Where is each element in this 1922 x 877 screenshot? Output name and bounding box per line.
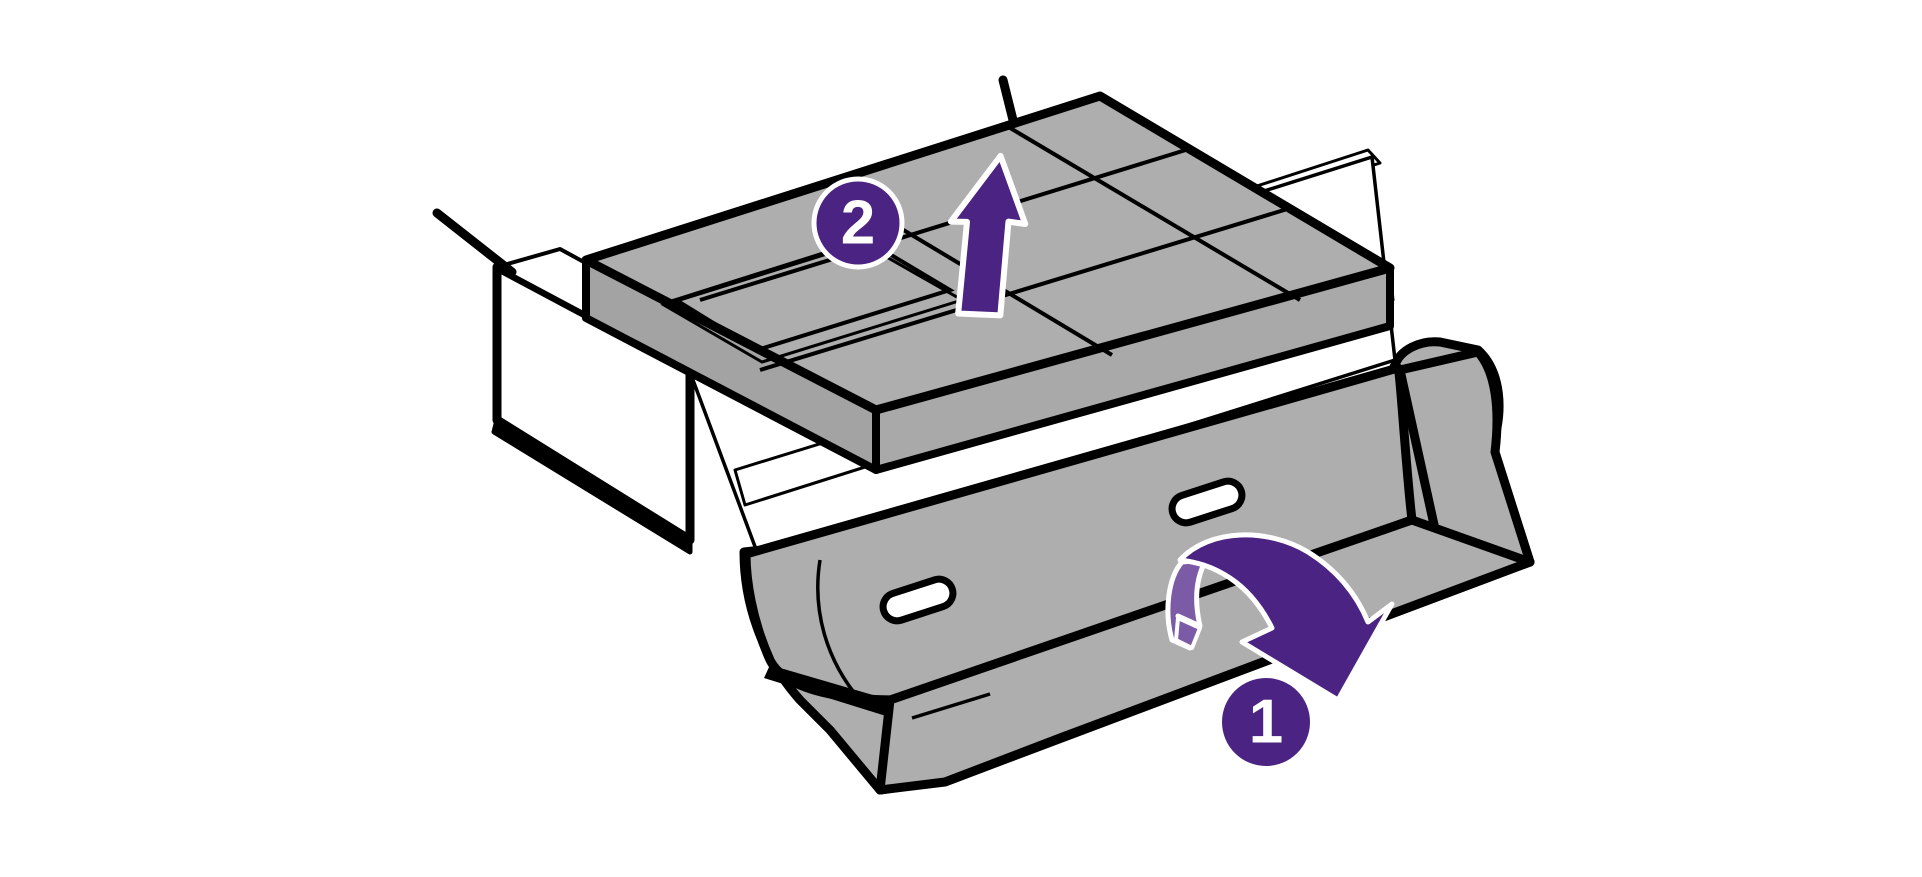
step-1-badge-circle[interactable] <box>1222 678 1310 766</box>
left-fold-line-marker <box>432 208 517 277</box>
tray-tab-marker <box>998 75 1018 125</box>
step-2-arrow-icon <box>947 152 1029 319</box>
step-2-badge-label: 2 <box>841 189 875 258</box>
step-1-badge-label: 1 <box>1249 688 1283 757</box>
right-flap <box>1335 337 1535 567</box>
handle-slot-left <box>879 575 957 625</box>
step-1-badge[interactable]: 1 <box>1222 678 1310 766</box>
step-2-badge[interactable]: 2 <box>811 176 905 270</box>
step-2-badge-circle[interactable] <box>811 176 905 270</box>
step-1-arrow-icon <box>1165 532 1395 703</box>
handle-slot-right <box>1168 477 1246 527</box>
